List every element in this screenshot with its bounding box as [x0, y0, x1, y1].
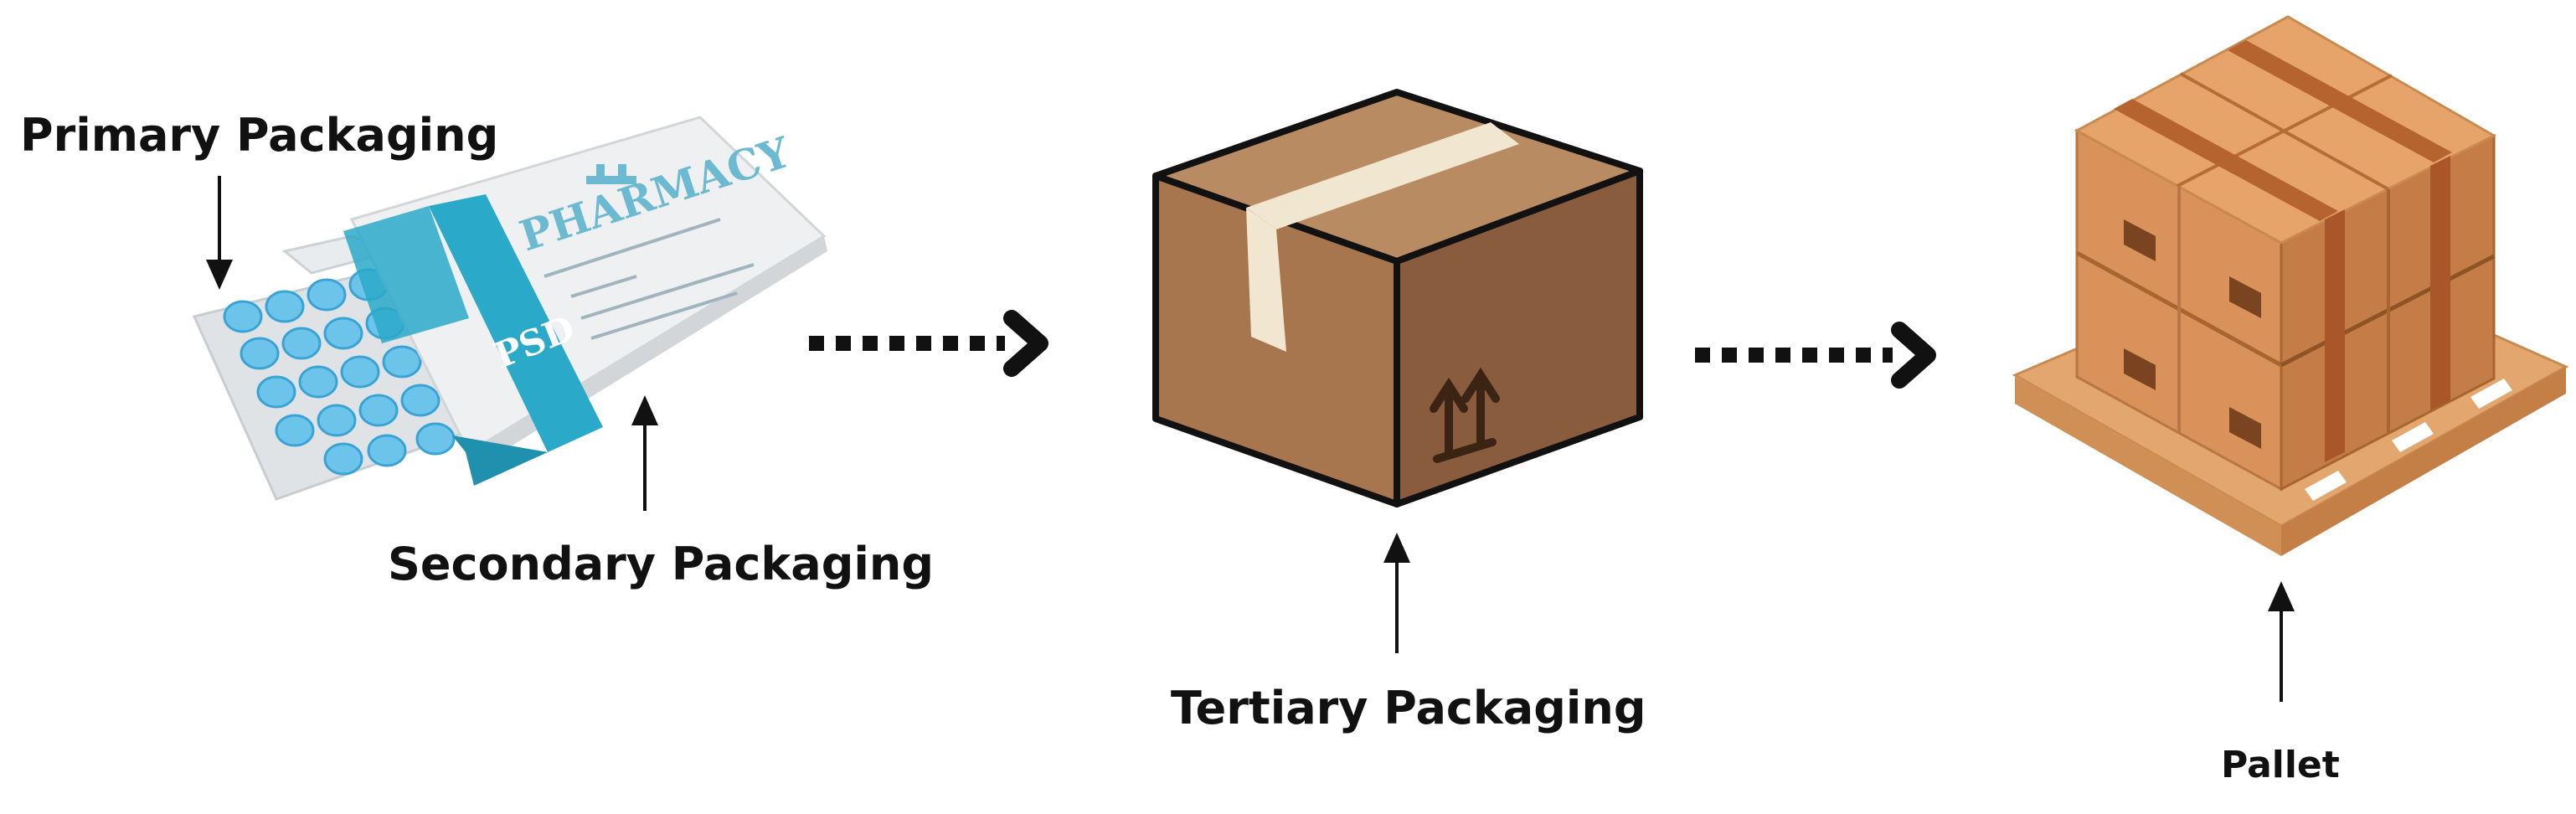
this-way-up-icon — [1430, 367, 1500, 463]
pharmacy-carton: PSD PHARMACY — [192, 116, 827, 501]
label-pallet: Pallet — [2221, 744, 2340, 786]
carton-right-face — [1394, 167, 1643, 507]
flow-arrow-icon — [809, 310, 1048, 377]
pallet-gaps — [2305, 379, 2512, 501]
teal-band — [429, 194, 603, 452]
tertiary-carton — [1152, 89, 1643, 507]
label-primary-packaging: Primary Packaging — [20, 109, 498, 162]
label-secondary-packaging: Secondary Packaging — [388, 538, 934, 590]
pharmacy-logo-icon — [586, 164, 636, 184]
pallet-stack — [2012, 15, 2569, 556]
label-tertiary-packaging: Tertiary Packaging — [1171, 682, 1646, 734]
flow-arrow-icon — [1695, 322, 1936, 389]
carton-print-lines — [544, 218, 755, 340]
packing-tape — [1246, 122, 1519, 352]
